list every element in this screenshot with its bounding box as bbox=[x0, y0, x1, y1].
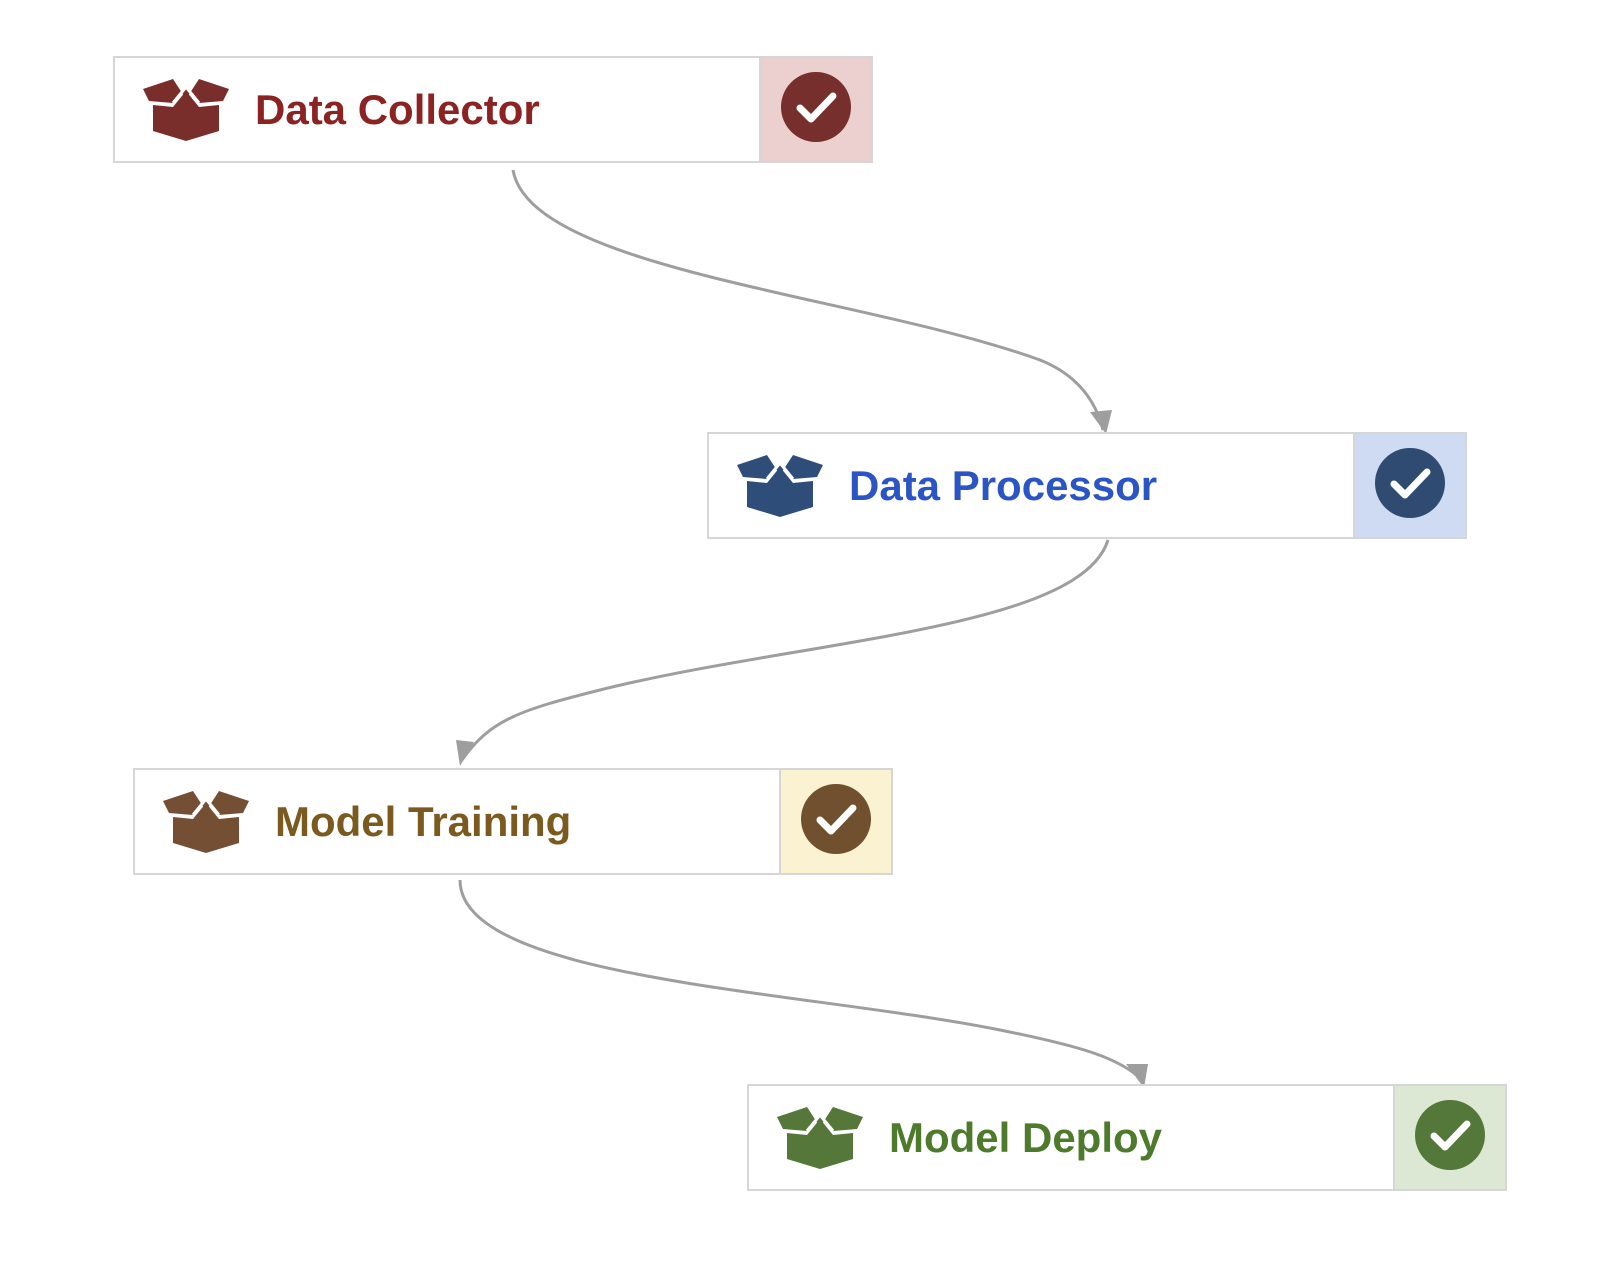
node-model-deploy[interactable]: Model Deploy bbox=[747, 1084, 1507, 1191]
node-label: Model Deploy bbox=[889, 1113, 1163, 1161]
check-circle-icon bbox=[1374, 447, 1446, 524]
node-main: Model Training bbox=[135, 770, 781, 873]
node-label: Data Processor bbox=[849, 461, 1158, 509]
package-icon bbox=[139, 77, 233, 143]
node-data-collector[interactable]: Data Collector bbox=[113, 56, 873, 163]
edge-arrow-3 bbox=[1126, 1064, 1148, 1088]
edge-arrow-2 bbox=[456, 740, 474, 766]
node-model-training[interactable]: Model Training bbox=[133, 768, 893, 875]
edge-arrow-1 bbox=[1090, 410, 1112, 434]
node-main: Data Collector bbox=[115, 58, 761, 161]
node-data-processor[interactable]: Data Processor bbox=[707, 432, 1467, 539]
node-main: Data Processor bbox=[709, 434, 1355, 537]
check-circle-icon bbox=[780, 71, 852, 148]
edge-model-training-to-model-deploy bbox=[458, 879, 1144, 1082]
edge-data-processor-to-model-training bbox=[460, 539, 1110, 761]
status-cell bbox=[781, 770, 891, 873]
edge-data-collector-to-data-processor bbox=[511, 169, 1105, 431]
check-circle-icon bbox=[1414, 1099, 1486, 1176]
status-cell bbox=[1355, 434, 1465, 537]
package-icon bbox=[733, 453, 827, 519]
node-label: Data Collector bbox=[255, 85, 540, 133]
check-circle-icon bbox=[800, 783, 872, 860]
node-main: Model Deploy bbox=[749, 1086, 1395, 1189]
status-cell bbox=[1395, 1086, 1505, 1189]
package-icon bbox=[773, 1105, 867, 1171]
node-label: Model Training bbox=[275, 797, 572, 845]
status-cell bbox=[761, 58, 871, 161]
package-icon bbox=[159, 789, 253, 855]
